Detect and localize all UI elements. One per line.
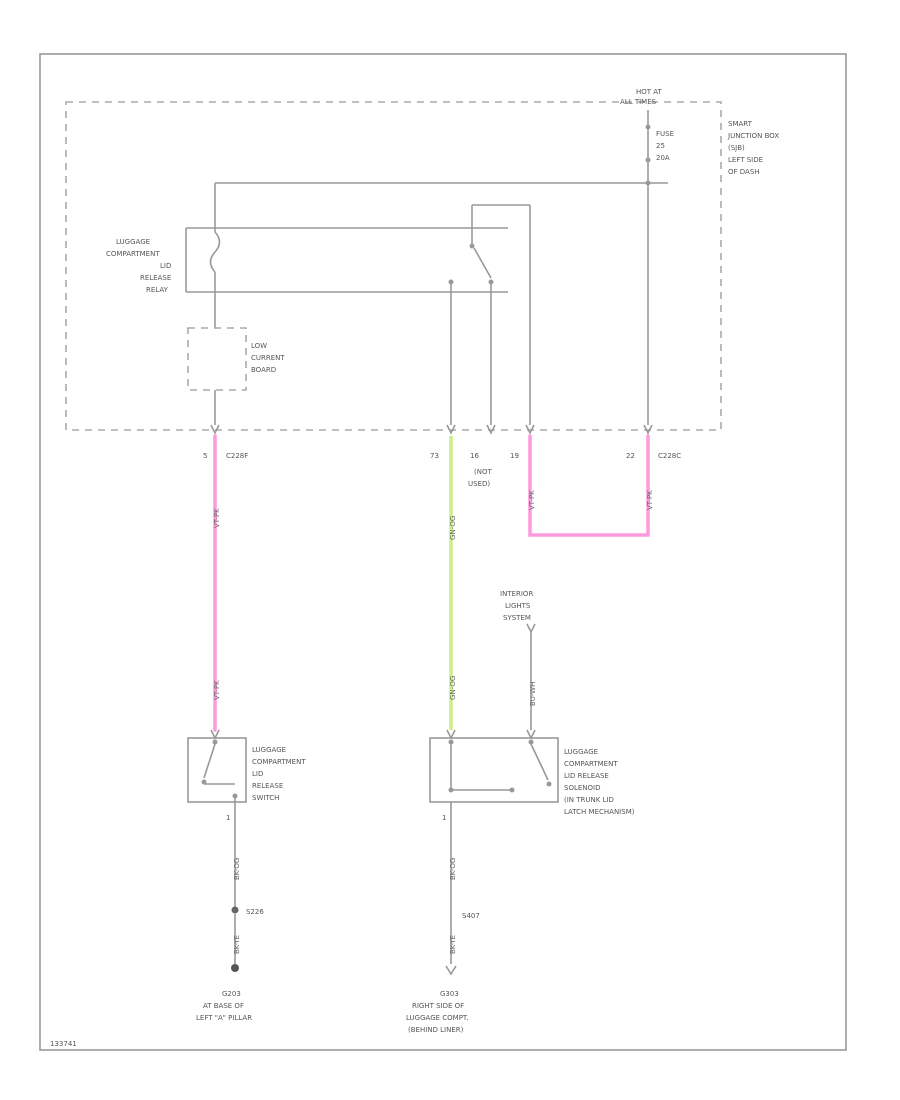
contact-no	[488, 279, 494, 285]
pin-5-label: 5	[203, 452, 207, 460]
low-current-board	[187, 327, 247, 391]
switch-label-5: SWITCH	[252, 794, 279, 802]
diagram-id: 133741	[50, 1040, 77, 1048]
pin-19-terminal	[525, 424, 535, 435]
fuse-label-2: 25	[656, 142, 665, 150]
hot-at-label-2: ALL TIMES	[620, 98, 657, 106]
splice-left-label: S226	[246, 908, 264, 916]
ground-left-label-3: LEFT "A" PILLAR	[196, 1014, 252, 1022]
switch-label-2: COMPARTMENT	[252, 758, 306, 766]
interior-label-1: INTERIOR	[500, 590, 533, 598]
release-switch-box	[187, 737, 247, 803]
solenoid-pin1: 1	[442, 814, 446, 822]
connector-c1-label: C228F	[226, 452, 248, 460]
solenoid-switch-pivot	[509, 787, 515, 793]
connector-c2-label: C228C	[658, 452, 681, 460]
pin-73-terminal	[446, 424, 456, 435]
splice-right-label: S407	[462, 912, 480, 920]
interior-lights-terminal	[526, 623, 536, 634]
ground-right-icon	[445, 965, 457, 976]
relay-label-3: LID	[160, 262, 171, 270]
switch-pin1: 1	[226, 814, 230, 822]
sjb-label-1: SMART	[728, 120, 753, 128]
pink-loop-label-b: VT-PK	[646, 490, 654, 510]
ground-left-label-2: AT BASE OF	[203, 1002, 244, 1010]
release-switch-out	[232, 793, 238, 799]
solenoid-label-6: LATCH MECHANISM)	[564, 808, 635, 816]
switch-label-4: RELEASE	[252, 782, 283, 790]
solenoid-label-4: SOLENOID	[564, 784, 600, 792]
solenoid-contact-left	[448, 739, 454, 745]
splice-left-dot	[231, 906, 239, 914]
ground-left-icon	[231, 964, 239, 972]
ground-right-label-4: (BEHIND LINER)	[408, 1026, 464, 1034]
sjb-label-4: LEFT SIDE	[728, 156, 763, 164]
solenoid-switch-arm	[530, 743, 549, 781]
relay-label-5: RELAY	[146, 286, 169, 294]
lcb-label-1: LOW	[251, 342, 267, 350]
release-switch-terminal	[210, 729, 220, 740]
release-switch-contact	[212, 739, 218, 745]
relay-label-1: LUGGAGE	[116, 238, 150, 246]
fuse-label-1: FUSE	[656, 130, 674, 138]
solenoid-terminal-1	[446, 729, 456, 740]
relay-coil	[209, 231, 221, 273]
diagram-frame	[39, 53, 847, 1051]
ground-right-label-1: G303	[440, 990, 459, 998]
relay-label-2: COMPARTMENT	[106, 250, 160, 258]
interior-label-3: SYSTEM	[503, 614, 531, 622]
pink-wire-loop	[528, 434, 650, 537]
relay-switch-arm	[473, 247, 492, 279]
interior-wire-label: BU-WH	[529, 682, 537, 706]
blk-wire-right-label: BK-OG	[449, 858, 457, 880]
release-solenoid-box	[429, 737, 559, 803]
sjb-label-2: JUNCTION BOX	[727, 132, 779, 140]
solenoid-switch-end	[546, 781, 552, 787]
fuse-label-3: 20A	[656, 154, 670, 162]
blk2-right-label: BK-YE	[449, 935, 457, 954]
pin-16-terminal	[486, 424, 496, 435]
pin-73-label: 73	[430, 452, 439, 460]
ground-right-label-3: LUGGAGE COMPT.	[406, 1014, 469, 1022]
interior-label-2: LIGHTS	[505, 602, 531, 610]
pin-5-terminal	[210, 424, 220, 435]
sjb-label-3: (SJB)	[728, 144, 745, 152]
ground-left-label-1: G203	[222, 990, 241, 998]
solenoid-label-5: (IN TRUNK LID	[564, 796, 614, 804]
switch-label-3: LID	[252, 770, 263, 778]
green-wire-label-lower: GN-OG	[449, 676, 457, 700]
pin-22-label: 22	[626, 452, 635, 460]
switch-label-1: LUGGAGE	[252, 746, 286, 754]
release-switch-arm	[203, 743, 216, 779]
ground-right-label-2: RIGHT SIDE OF	[412, 1002, 464, 1010]
pink-wire-left-label-lower: VT-PK	[213, 680, 221, 700]
not-used-label-2: USED)	[468, 480, 490, 488]
relay-label-4: RELEASE	[140, 274, 171, 282]
contact-nc	[448, 279, 454, 285]
pin-19-label: 19	[510, 452, 519, 460]
pin-22-terminal	[643, 424, 653, 435]
lcb-label-2: CURRENT	[251, 354, 285, 362]
sjb-label-5: OF DASH	[728, 168, 760, 176]
not-used-label-1: (NOT	[474, 468, 492, 476]
hot-at-label-1: HOT AT	[636, 88, 663, 96]
lcb-label-3: BOARD	[251, 366, 276, 374]
pin-16-label: 16	[470, 452, 479, 460]
solenoid-terminal-2	[526, 729, 536, 740]
fuse-terminal-top	[645, 124, 651, 130]
pink-wire-left-label-upper: VT-PK	[213, 508, 221, 528]
blk-wire-left-label: BK-OG	[233, 858, 241, 880]
junction-box-outline	[65, 101, 722, 431]
connector-pins	[210, 424, 653, 435]
green-wire-label-upper: GN-OG	[449, 516, 457, 540]
solenoid-contact-right	[528, 739, 534, 745]
solenoid-label-1: LUGGAGE	[564, 748, 598, 756]
solenoid-label-2: COMPARTMENT	[564, 760, 618, 768]
solenoid-label-3: LID RELEASE	[564, 772, 609, 780]
pink-loop-label-a: VT-PK	[528, 490, 536, 510]
contact-pivot	[469, 243, 475, 249]
blk2-left-label: BK-YE	[233, 935, 241, 954]
